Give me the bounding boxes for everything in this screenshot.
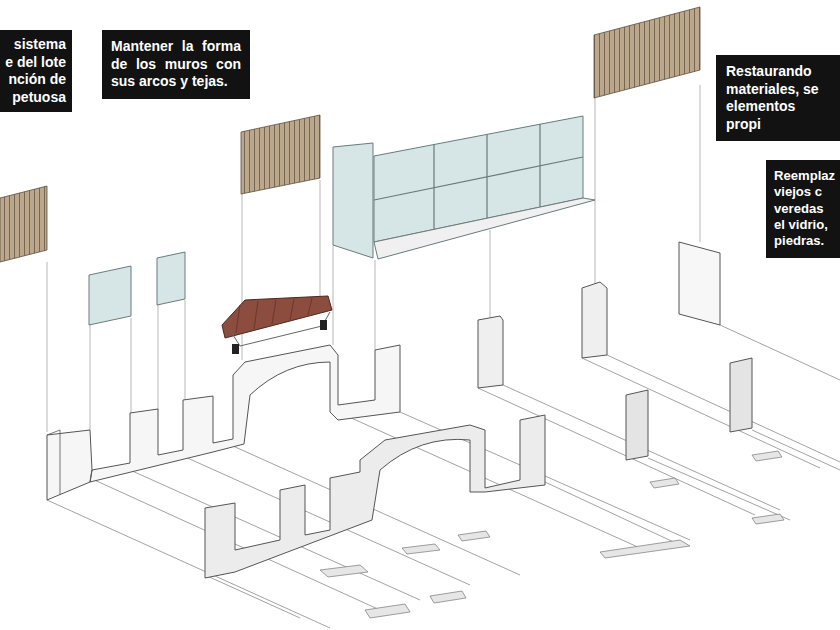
slab — [650, 478, 679, 488]
tile-line — [290, 299, 294, 320]
glass-mullions — [374, 124, 583, 229]
projection-line — [490, 230, 491, 318]
slab — [320, 565, 368, 577]
wood-panel — [241, 115, 320, 194]
mullion — [374, 157, 583, 200]
ground-lines — [47, 325, 840, 628]
callout-box: sistema e del lote nción de petuosa — [0, 30, 72, 112]
posts — [478, 282, 752, 460]
paving-slabs — [320, 451, 784, 618]
glass-panel — [157, 252, 185, 305]
projection-line — [333, 245, 334, 345]
tile-roof — [222, 296, 332, 354]
projection-lines — [47, 85, 700, 432]
mullion — [433, 144, 434, 229]
callout-text: sistema e del lote nción de petuosa — [4, 36, 66, 106]
wood-panel — [0, 186, 47, 262]
callout-text: Mantener la forma de los muros con sus a… — [111, 38, 241, 91]
projection-line — [375, 260, 376, 350]
wall-edge — [47, 430, 60, 495]
callout-box: Restaurando materiales, se elementos pro… — [716, 55, 840, 141]
post — [730, 358, 752, 432]
white-panel — [679, 242, 720, 325]
ground-line — [338, 412, 640, 548]
glass-panel — [89, 266, 131, 325]
tile-line — [272, 300, 276, 324]
callout-box: Reemplaz viejos c veredas el vidrio, pie… — [766, 160, 840, 258]
tile-line — [236, 305, 240, 333]
glass-panels — [89, 116, 720, 325]
slab — [402, 544, 440, 554]
callout-text: Reemplaz viejos c veredas el vidrio, pie… — [774, 168, 836, 250]
roof-tiles — [222, 296, 332, 338]
ground-line — [545, 482, 680, 545]
tile-line — [308, 298, 312, 315]
tile-line — [254, 301, 258, 329]
projection-line — [700, 85, 701, 242]
glass-panel — [333, 143, 373, 258]
post — [582, 282, 607, 358]
wall-with-arch — [205, 415, 545, 578]
lamp — [232, 344, 239, 354]
mullion — [486, 134, 487, 218]
slab — [430, 591, 466, 603]
ground-line — [648, 458, 790, 520]
post — [478, 316, 503, 388]
slab — [458, 531, 490, 541]
callout-box: Mantener la forma de los muros con sus a… — [102, 30, 250, 99]
tile-lines — [236, 298, 312, 333]
projection-line — [47, 262, 48, 432]
projection-line — [90, 325, 91, 430]
glass-frame — [374, 198, 595, 259]
ground-line — [752, 430, 840, 470]
slab — [365, 604, 410, 618]
projection-line — [595, 97, 596, 285]
projection-line — [131, 318, 132, 415]
slab — [752, 514, 784, 524]
ground-line — [607, 355, 840, 462]
post — [626, 390, 648, 460]
lamp — [320, 320, 327, 330]
mullion — [539, 124, 540, 207]
slab — [752, 451, 782, 461]
wood-panels — [0, 7, 700, 262]
projection-line — [158, 305, 159, 410]
ground-line — [205, 575, 300, 618]
roof-support — [230, 312, 330, 346]
projection-line — [242, 192, 243, 360]
slab — [600, 540, 690, 558]
callout-text: Restaurando materiales, se elementos pro… — [726, 63, 834, 133]
projection-line — [320, 180, 321, 300]
ground-line — [582, 358, 820, 468]
projection-line — [185, 300, 186, 400]
wood-panel — [594, 7, 700, 98]
